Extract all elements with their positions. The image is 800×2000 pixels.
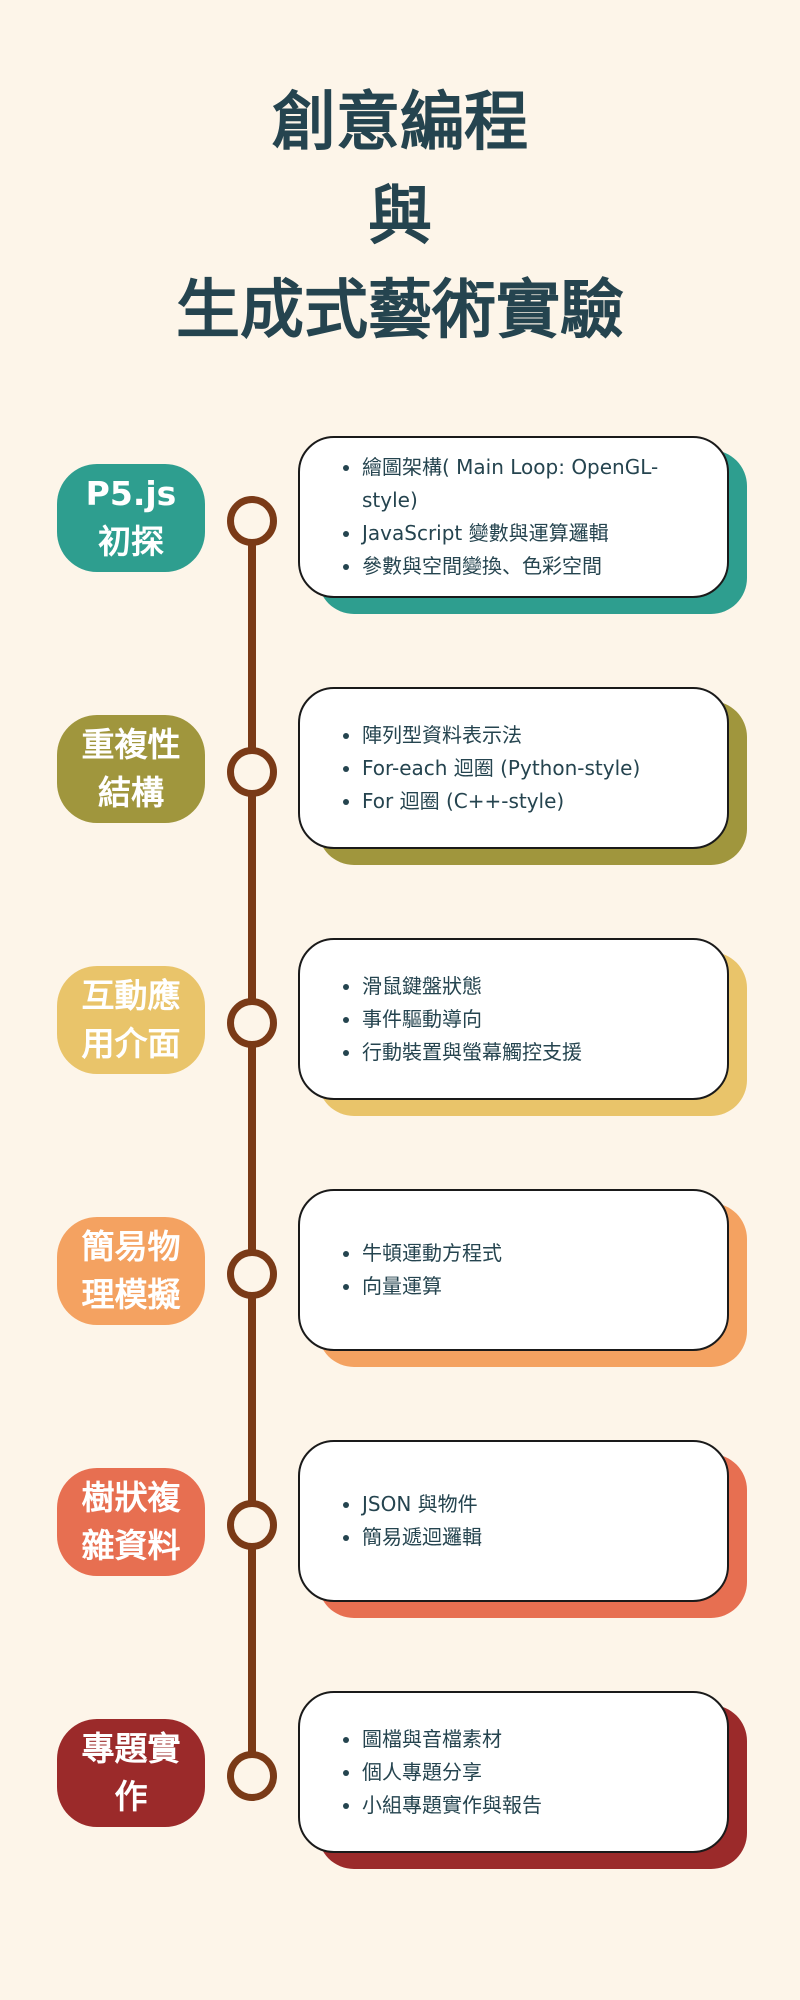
timeline-line <box>248 520 256 1770</box>
section-label-text: P5.js 初探 <box>85 474 177 561</box>
section-label-text: 專題實作 <box>81 1729 181 1816</box>
topic-list: 滑鼠鍵盤狀態事件驅動導向行動裝置與螢幕觸控支援 <box>300 970 610 1069</box>
topic-card: 陣列型資料表示法For-each 迴圈 (Python-style)For 迴圈… <box>298 687 729 849</box>
section-label-text: 簡易物理模擬 <box>81 1227 181 1314</box>
topic-item: 陣列型資料表示法 <box>362 719 640 752</box>
topic-item: 參數與空間變換、色彩空間 <box>362 550 699 583</box>
page-title: 創意編程 與 生成式藝術實驗 <box>0 76 800 358</box>
topic-card: 牛頓運動方程式向量運算 <box>298 1189 729 1351</box>
topic-item: 牛頓運動方程式 <box>362 1237 502 1270</box>
timeline-node <box>227 496 277 546</box>
topic-card: 圖檔與音檔素材個人專題分享小組專題實作與報告 <box>298 1691 729 1853</box>
section-label: 樹狀複雜資料 <box>57 1468 205 1576</box>
topic-item: For 迴圈 (C++-style) <box>362 785 640 818</box>
topic-list: 繪圖架構( Main Loop: OpenGL-style)JavaScript… <box>300 451 727 583</box>
topic-item: 簡易遞迴邏輯 <box>362 1521 482 1554</box>
topic-list: JSON 與物件簡易遞迴邏輯 <box>300 1488 510 1554</box>
title-line-1: 創意編程 <box>272 86 528 160</box>
section-label-text: 樹狀複雜資料 <box>81 1478 181 1565</box>
topic-item: JavaScript 變數與運算邏輯 <box>362 517 699 550</box>
topic-item: 向量運算 <box>362 1270 502 1303</box>
section-label: 互動應用介面 <box>57 966 205 1074</box>
topic-item: For-each 迴圈 (Python-style) <box>362 752 640 785</box>
topic-item: 行動裝置與螢幕觸控支援 <box>362 1036 582 1069</box>
timeline-node <box>227 1249 277 1299</box>
section-label-text: 重複性結構 <box>81 725 181 812</box>
topic-item: JSON 與物件 <box>362 1488 482 1521</box>
section-label-text: 互動應用介面 <box>81 976 181 1063</box>
timeline-node <box>227 1751 277 1801</box>
topic-item: 滑鼠鍵盤狀態 <box>362 970 582 1003</box>
topic-card: 滑鼠鍵盤狀態事件驅動導向行動裝置與螢幕觸控支援 <box>298 938 729 1100</box>
topic-item: 繪圖架構( Main Loop: OpenGL-style) <box>362 451 699 517</box>
title-line-3: 生成式藝術實驗 <box>176 274 624 348</box>
section-label: 重複性結構 <box>57 715 205 823</box>
timeline-node <box>227 1500 277 1550</box>
topic-list: 圖檔與音檔素材個人專題分享小組專題實作與報告 <box>300 1723 570 1822</box>
topic-item: 事件驅動導向 <box>362 1003 582 1036</box>
topic-list: 陣列型資料表示法For-each 迴圈 (Python-style)For 迴圈… <box>300 719 668 818</box>
section-label: 簡易物理模擬 <box>57 1217 205 1325</box>
topic-list: 牛頓運動方程式向量運算 <box>300 1237 530 1303</box>
topic-item: 小組專題實作與報告 <box>362 1789 542 1822</box>
topic-card: 繪圖架構( Main Loop: OpenGL-style)JavaScript… <box>298 436 729 598</box>
timeline-node <box>227 998 277 1048</box>
section-label: 專題實作 <box>57 1719 205 1827</box>
section-label: P5.js 初探 <box>57 464 205 572</box>
title-line-2: 與 <box>368 180 432 254</box>
topic-card: JSON 與物件簡易遞迴邏輯 <box>298 1440 729 1602</box>
topic-item: 圖檔與音檔素材 <box>362 1723 542 1756</box>
timeline-node <box>227 747 277 797</box>
topic-item: 個人專題分享 <box>362 1756 542 1789</box>
